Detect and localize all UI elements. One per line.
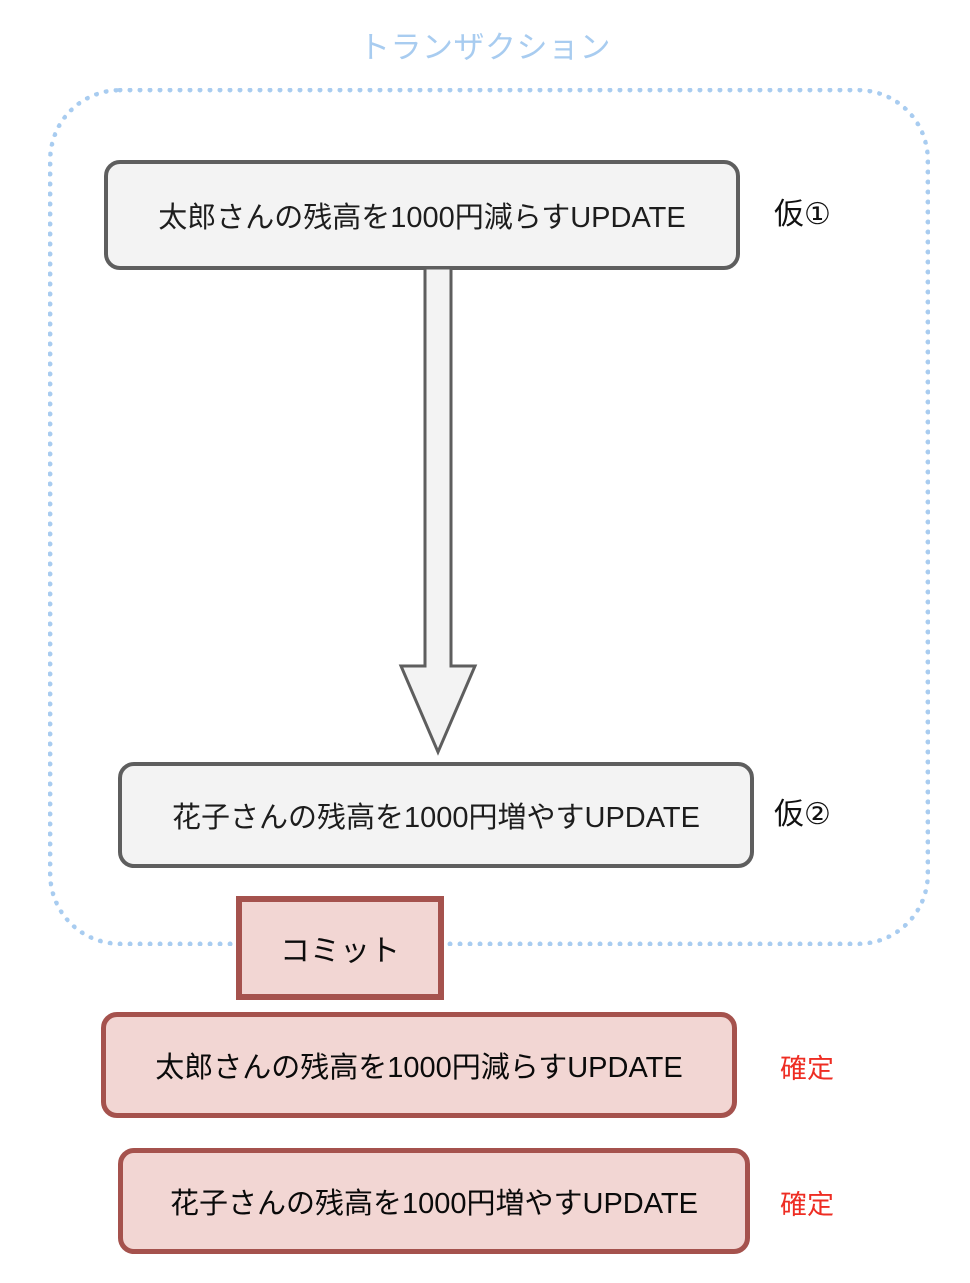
transaction-boundary — [48, 88, 930, 946]
transaction-title: トランザクション — [359, 30, 611, 65]
committed-statement-label-1: 確定 — [780, 1054, 834, 1084]
tentative-statement-label-2: 仮② — [774, 798, 831, 831]
tentative-statement-box-1: 太郎さんの残高を1000円減らすUPDATE — [104, 160, 740, 270]
committed-statement-label-2: 確定 — [780, 1190, 834, 1220]
committed-statement-box-2: 花子さんの残高を1000円増やすUPDATE — [118, 1148, 750, 1254]
commit-box: コミット — [236, 896, 444, 1000]
downward-block-arrow — [392, 268, 484, 760]
tentative-statement-box-2: 花子さんの残高を1000円増やすUPDATE — [118, 762, 754, 868]
committed-statement-box-1: 太郎さんの残高を1000円減らすUPDATE — [101, 1012, 737, 1118]
tentative-statement-label-1: 仮① — [774, 198, 831, 231]
